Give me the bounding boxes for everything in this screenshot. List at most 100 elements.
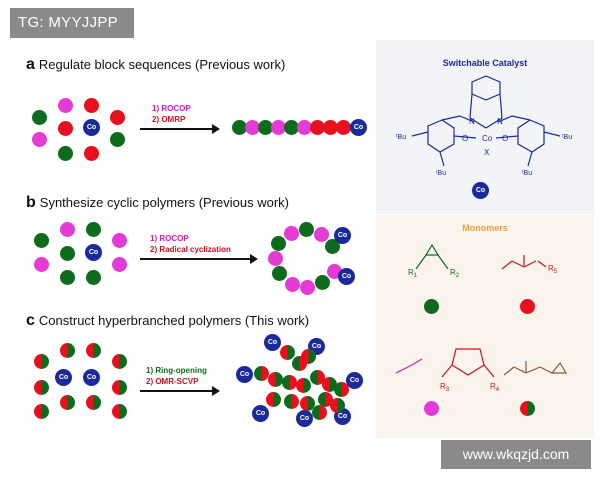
- watermark: www.wkqzjd.com: [441, 440, 591, 469]
- magenta-monomer-dot: [34, 257, 49, 272]
- green-monomer-dot: [60, 246, 75, 261]
- monomers-title: Monomers: [462, 223, 508, 233]
- panel-b-title-text: Synthesize cyclic polymers (Previous wor…: [39, 195, 290, 210]
- tbu-label: ᵗBu: [522, 170, 532, 177]
- green-unit: [232, 120, 247, 135]
- n-label-right: N: [497, 117, 503, 126]
- red-green-unit: [268, 372, 283, 387]
- green-unit: [272, 266, 287, 281]
- red-green-unit: [284, 394, 299, 409]
- magenta-unit: [285, 277, 300, 292]
- o-label-left: O: [462, 134, 468, 143]
- r-subscript: 4: [496, 387, 500, 393]
- r-subscript: 1: [414, 273, 418, 279]
- r-label: R: [440, 382, 446, 391]
- green-monomer-dot: [86, 222, 101, 237]
- tg-label: TG: MYYJJPP: [10, 8, 134, 38]
- magenta-monomer-legend: [424, 401, 439, 416]
- co-catalyst-symbol: Co: [472, 182, 489, 199]
- panel-c-step2: 2) OMR-SCVP: [146, 377, 199, 386]
- r5-label: R5: [548, 264, 558, 275]
- green-monomer-dot: [32, 110, 47, 125]
- red-green-unit: [282, 375, 297, 390]
- co-branch-end: Co: [236, 366, 253, 383]
- red-green-monomer-dot: [60, 343, 75, 358]
- red-green-unit: [266, 392, 281, 407]
- red-green-monomer-dot: [86, 343, 101, 358]
- reaction-arrow: [140, 124, 220, 134]
- green-unit: [299, 222, 314, 237]
- green-monomer-legend: [424, 299, 439, 314]
- catalyst-box: Switchable Catalyst Co X N N O O ᵗBu: [376, 40, 594, 214]
- magenta-unit: [300, 280, 315, 295]
- r-label: R: [450, 268, 456, 277]
- green-monomer-dot: [34, 233, 49, 248]
- r4-label: R4: [490, 382, 500, 393]
- red-green-unit: [300, 396, 315, 411]
- co-branch-end: Co: [346, 372, 363, 389]
- r-subscript: 2: [456, 273, 460, 279]
- red-green-monomer-dot: [112, 380, 127, 395]
- tbu-label: ᵗBu: [396, 134, 406, 141]
- red-green-unit: [254, 366, 269, 381]
- co-ring-end: Co: [338, 268, 355, 285]
- monomers-box: Monomers R1 R2 R5 R3 R4: [376, 215, 594, 438]
- magenta-monomer-dot: [32, 132, 47, 147]
- green-unit: [284, 120, 299, 135]
- green-unit: [325, 239, 340, 254]
- panel-b-letter: b: [26, 194, 36, 211]
- panel-a-step1: 1) ROCOP: [152, 104, 191, 113]
- red-green-unit: [296, 378, 311, 393]
- magenta-monomer-dot: [112, 257, 127, 272]
- red-green-monomer-dot: [112, 404, 127, 419]
- red-monomer-dot: [110, 110, 125, 125]
- red-monomer-dot: [84, 146, 99, 161]
- monomer-structures: R1 R2 R5 R3 R4: [395, 243, 568, 393]
- green-monomer-dot: [86, 270, 101, 285]
- co-catalyst-dot: Co: [85, 244, 102, 261]
- green-monomer-dot: [58, 146, 73, 161]
- n-label-left: N: [469, 117, 475, 126]
- red-monomer-dot: [58, 121, 73, 136]
- r1-label: R1: [408, 268, 418, 279]
- red-monomer-dot: [84, 98, 99, 113]
- panel-b-step2: 2) Radical cyclization: [150, 245, 231, 254]
- magenta-monomer-dot: [60, 222, 75, 237]
- panel-b-step1: 1) ROCOP: [150, 234, 189, 243]
- green-unit: [315, 275, 330, 290]
- co-catalyst-dot: Co: [83, 119, 100, 136]
- reaction-arrow: [140, 386, 220, 396]
- magenta-unit: [297, 120, 312, 135]
- green-unit: [258, 120, 273, 135]
- panel-a-title-text: Regulate block sequences (Previous work): [38, 57, 286, 72]
- magenta-unit: [314, 227, 329, 242]
- red-unit: [323, 120, 338, 135]
- salen-catalyst-structure: Co X N N O O ᵗBu ᵗBu ᵗBu ᵗBu: [396, 75, 572, 177]
- panel-c-title-text: Construct hyperbranched polymers (This w…: [38, 313, 310, 328]
- red-green-unit: [330, 398, 345, 413]
- r-label: R: [548, 264, 554, 273]
- red-green-unit: [280, 345, 295, 360]
- panel-c-step1: 1) Ring-opening: [146, 366, 207, 375]
- magenta-unit: [271, 120, 286, 135]
- catalyst-title: Switchable Catalyst: [442, 58, 528, 68]
- magenta-unit: [284, 226, 299, 241]
- red-green-monomer-legend: [520, 401, 535, 416]
- tbu-label: ᵗBu: [562, 134, 572, 141]
- panel-a-letter: a: [26, 56, 35, 73]
- co-chain-end: Co: [350, 119, 367, 136]
- red-green-unit: [310, 370, 325, 385]
- reaction-arrow: [140, 254, 258, 264]
- x-ligand-label: X: [484, 148, 490, 157]
- red-green-monomer-dot: [34, 380, 49, 395]
- red-green-monomer-dot: [112, 354, 127, 369]
- red-unit: [310, 120, 325, 135]
- co-branch-end: Co: [296, 410, 313, 427]
- co-branch-end: Co: [252, 405, 269, 422]
- magenta-monomer-dot: [58, 98, 73, 113]
- green-monomer-dot: [60, 270, 75, 285]
- red-green-unit: [318, 392, 333, 407]
- o-label-right: O: [502, 134, 508, 143]
